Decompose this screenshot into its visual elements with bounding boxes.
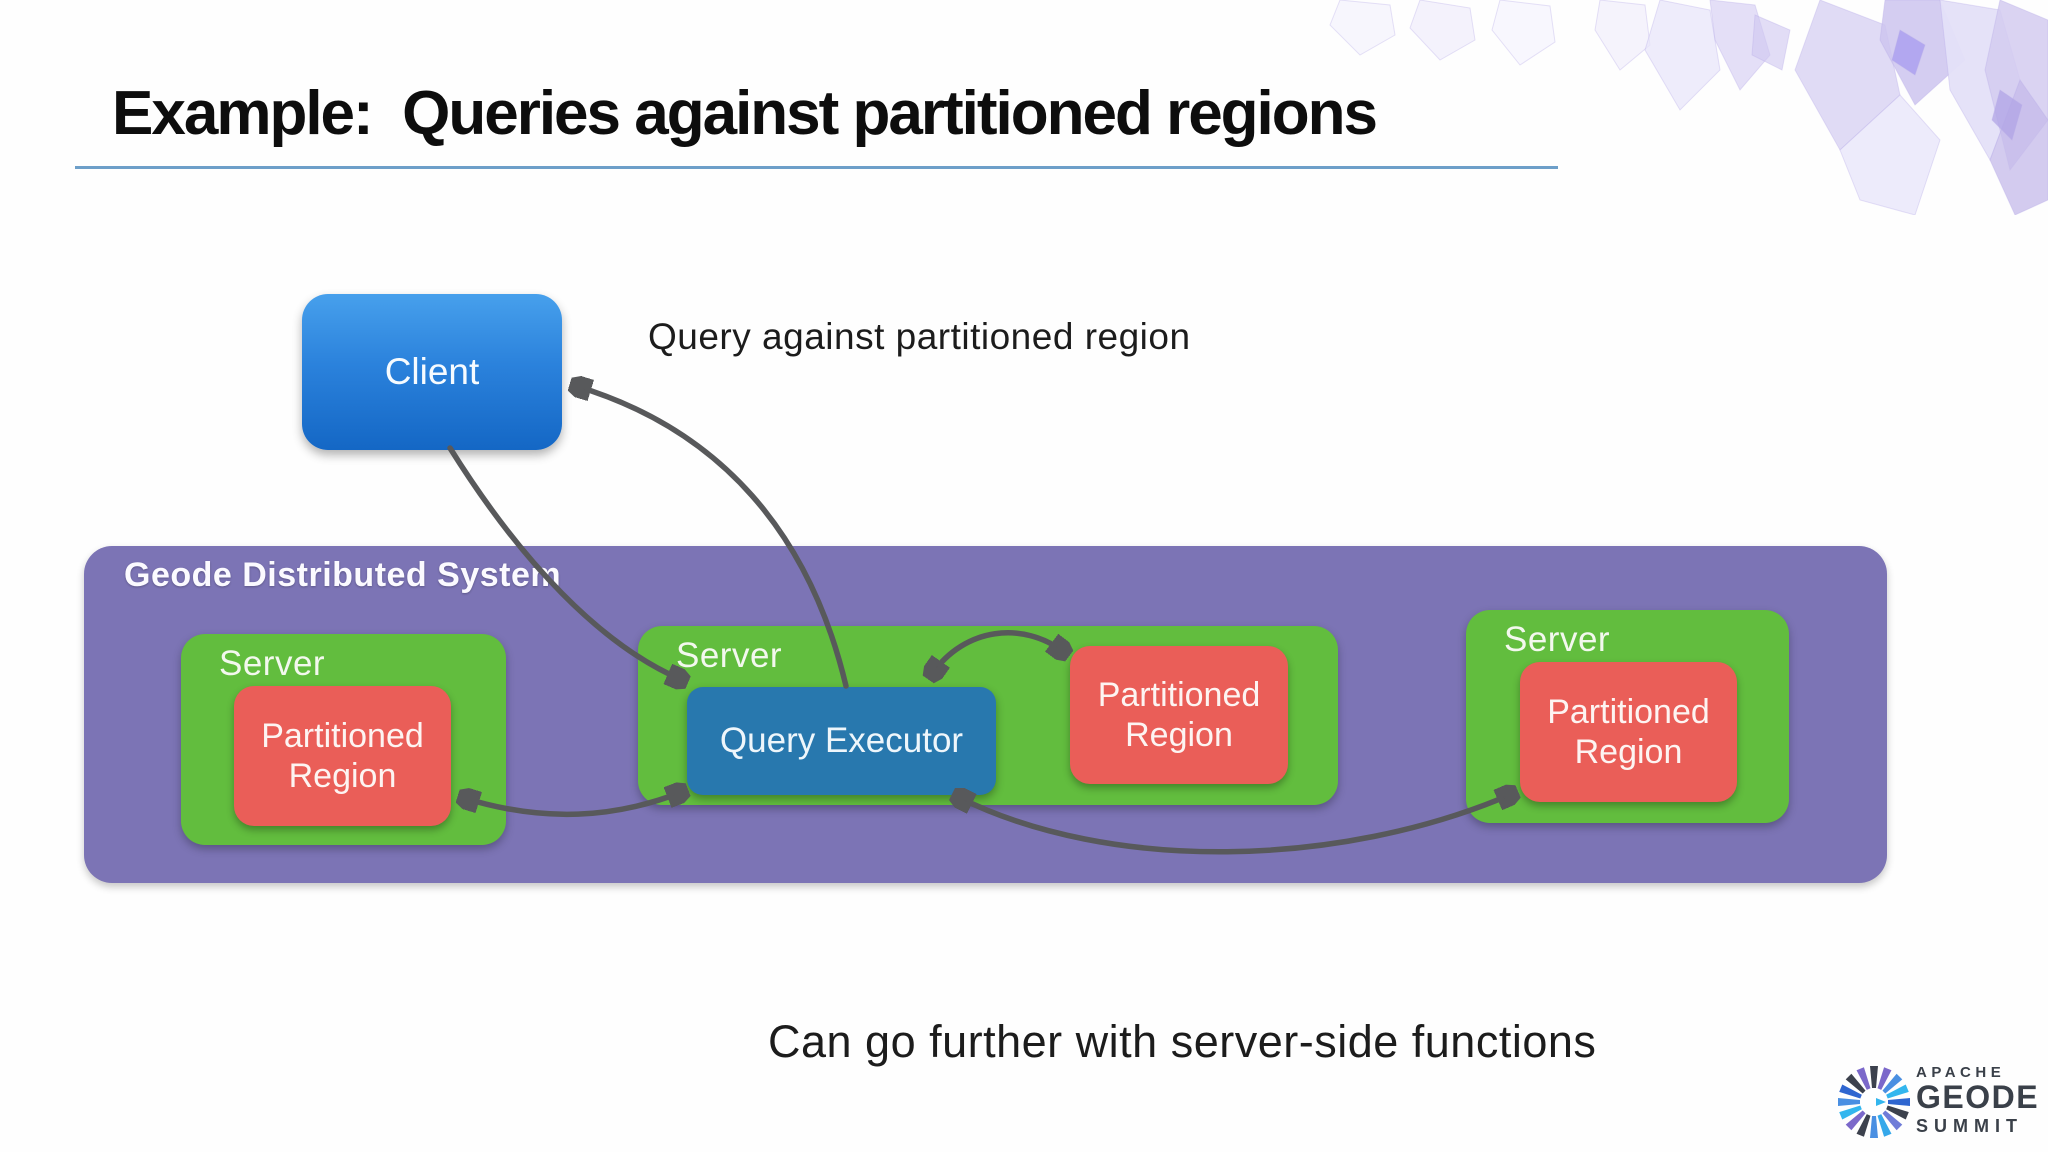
partitioned-region-left: Partitioned Region <box>234 686 451 826</box>
title-underline <box>75 166 1558 169</box>
footer-statement: Can go further with server-side function… <box>768 1016 1597 1067</box>
logo-apache-label: APACHE <box>1916 1064 2006 1081</box>
partitioned-region-right-label: Partitioned Region <box>1547 692 1710 771</box>
partitioned-region-middle-label: Partitioned Region <box>1097 675 1261 754</box>
crystal-decoration <box>1329 0 2048 215</box>
query-executor-node: Query Executor <box>687 687 996 795</box>
client-node: Client <box>302 294 562 450</box>
logo-summit-label: SUMMIT <box>1916 1115 2023 1136</box>
query-annotation: Query against partitioned region <box>648 316 1191 357</box>
logo-text: APACHE GEODE SUMMIT <box>1916 1064 2039 1137</box>
starburst-rays <box>1838 1066 1910 1138</box>
logo-geode-label: GEODE <box>1916 1079 2040 1115</box>
server-label-left: Server <box>219 644 326 683</box>
client-label: Client <box>384 351 480 392</box>
geode-system-label: Geode Distributed System <box>124 556 562 594</box>
server-label-middle: Server <box>676 636 783 675</box>
starburst-arrow <box>1876 1098 1886 1106</box>
partitioned-region-left-label: Partitioned Region <box>261 716 424 795</box>
geode-summit-logo: APACHE GEODE SUMMIT <box>1834 1058 2040 1146</box>
query-executor-label: Query Executor <box>719 721 964 760</box>
partitioned-region-middle: Partitioned Region <box>1070 646 1288 784</box>
geode-starburst-icon <box>1838 1066 1910 1138</box>
partitioned-region-right: Partitioned Region <box>1520 662 1737 802</box>
server-label-right: Server <box>1504 620 1611 659</box>
slide-title: Example: Queries against partitioned reg… <box>112 79 1378 148</box>
